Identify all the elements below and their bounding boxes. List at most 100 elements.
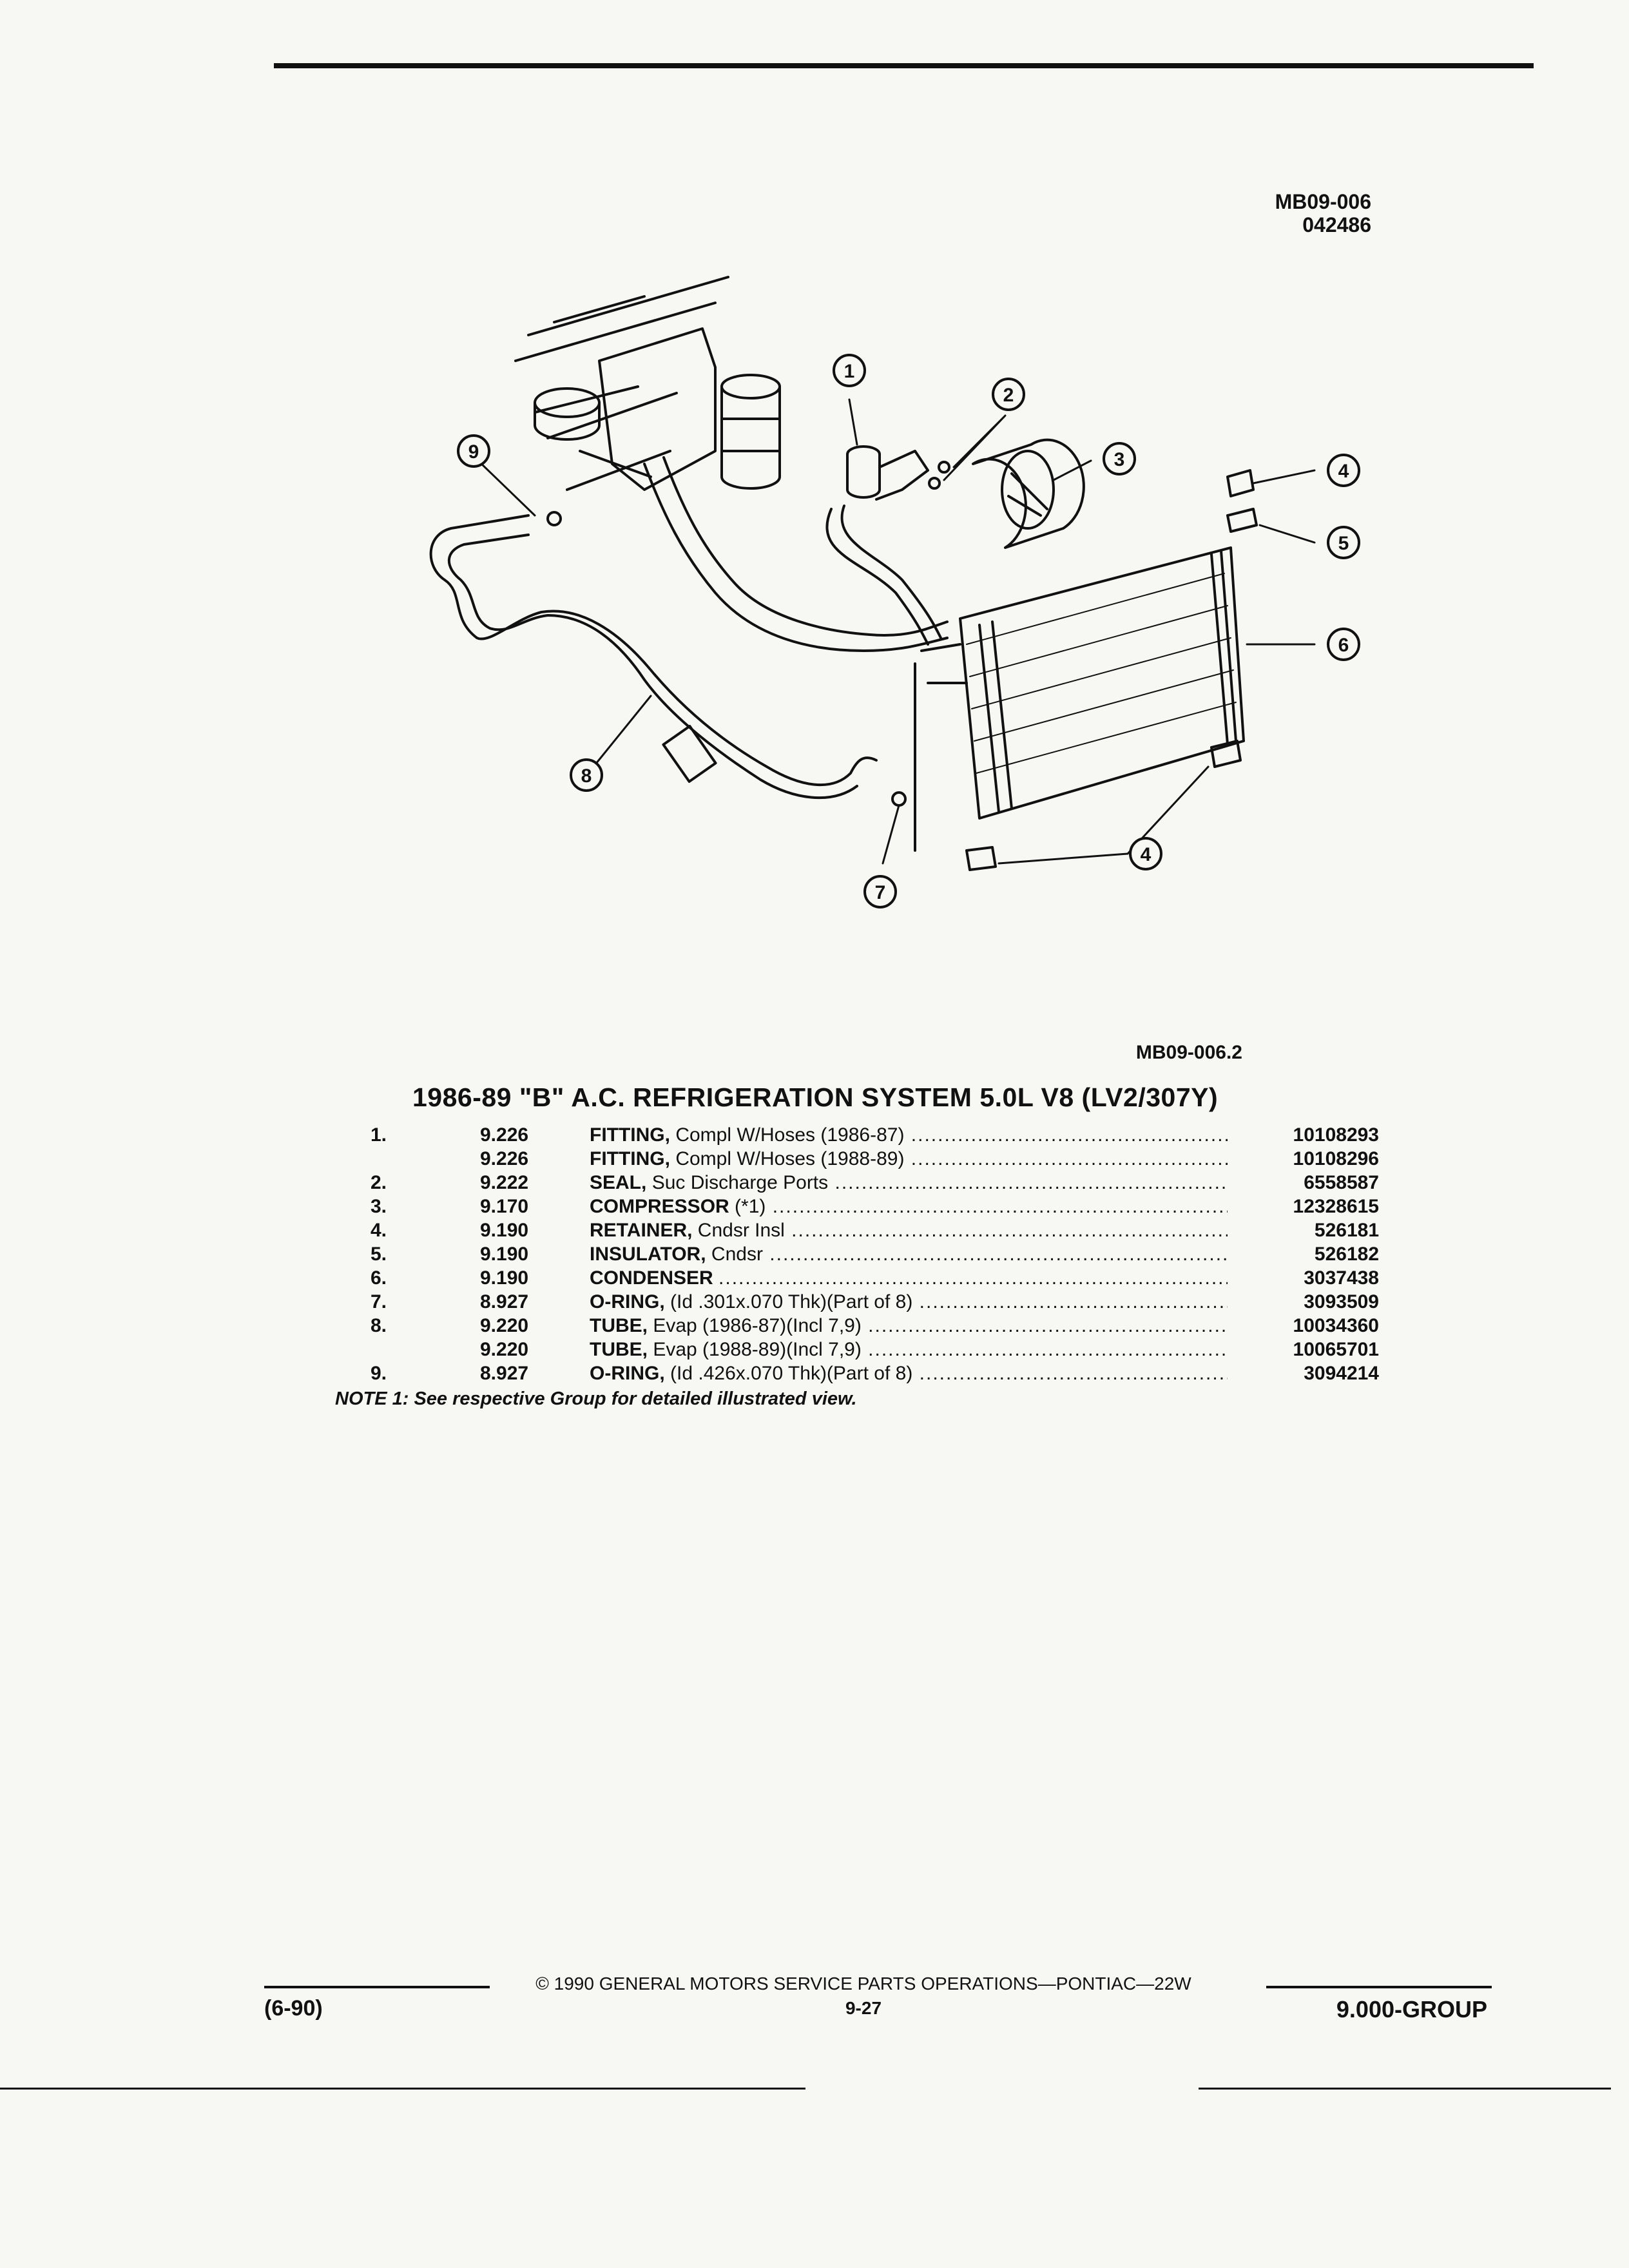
footer-copyright: © 1990 GENERAL MOTORS SERVICE PARTS OPER… [535, 1974, 1191, 1994]
part-detail: Compl W/Hoses (1986-87) [675, 1124, 905, 1146]
part-name: FITTING, [590, 1124, 670, 1146]
discharge-hose [643, 463, 949, 652]
part-index: 3. [370, 1196, 387, 1217]
bottom-rule-right [1199, 2088, 1611, 2090]
part-description: RETAINER, Cndsr Insl [590, 1218, 1228, 1242]
part-description: FITTING, Compl W/Hoses (1986-87) [590, 1123, 1228, 1147]
callout-5-circle [1327, 526, 1360, 559]
part-detail: Evap (1988-89)(Incl 7,9) [653, 1339, 862, 1360]
part-group-number: 8.927 [480, 1291, 529, 1312]
doc-code-block: MB09-006 042486 [1275, 190, 1371, 236]
part-number: 526181 [1231, 1218, 1379, 1242]
part-detail: (Id .426x.070 Thk)(Part of 8) [670, 1363, 913, 1384]
part-group-number: 9.220 [480, 1315, 529, 1336]
condenser-6 [959, 546, 1245, 820]
callout-4b-circle [1129, 837, 1162, 870]
part-number: 10108296 [1231, 1147, 1379, 1171]
part-detail: Cndsr Insl [697, 1220, 785, 1241]
part-number: 3094214 [1231, 1361, 1379, 1385]
section-title: 1986-89 "B" A.C. REFRIGERATION SYSTEM 5.… [412, 1082, 1219, 1112]
part-group-number: 9.226 [480, 1148, 529, 1169]
part-number: 526182 [1231, 1242, 1379, 1266]
footer-copyright-block: © 1990 GENERAL MOTORS SERVICE PARTS OPER… [490, 1972, 1237, 2021]
part-group-number: 9.220 [480, 1339, 529, 1360]
part-index: 6. [370, 1267, 387, 1289]
part-group-number: 9.190 [480, 1220, 529, 1241]
part-description: INSULATOR, Cndsr [590, 1242, 1228, 1266]
part-name: INSULATOR, [590, 1244, 706, 1265]
part-description: SEAL, Suc Discharge Ports [590, 1171, 1228, 1195]
part-name: O-RING, [590, 1291, 665, 1312]
part-number: 12328615 [1231, 1195, 1379, 1218]
part-number: 6558587 [1231, 1171, 1379, 1195]
callout-8-circle [570, 758, 603, 792]
part-index: 8. [370, 1315, 387, 1336]
footer-group: 9.000-GROUP [1336, 1996, 1487, 2023]
suction-hose [825, 508, 929, 646]
footer-rule-left [264, 1986, 490, 1988]
compressor-3 [972, 438, 1085, 549]
part-index: 1. [370, 1124, 387, 1146]
part-group-number: 9.226 [480, 1124, 529, 1146]
callout-3: 3 [1114, 449, 1125, 470]
part-index: 4. [370, 1220, 387, 1241]
evaporator-case [598, 327, 717, 491]
part-description: TUBE, Evap (1988-89)(Incl 7,9) [590, 1338, 1228, 1361]
part-number: 10108293 [1231, 1123, 1379, 1147]
callout-7-circle [863, 875, 897, 908]
part-name: SEAL, [590, 1172, 647, 1193]
part-description: O-RING, (Id .301x.070 Thk)(Part of 8) [590, 1290, 1228, 1314]
diagram-ref-code: MB09-006.2 [1135, 1042, 1242, 1063]
fitting-1 [846, 445, 881, 499]
callout-9: 9 [468, 441, 479, 463]
part-name: TUBE, [590, 1339, 648, 1360]
part-detail: Cndsr [711, 1244, 763, 1265]
retainer-4-top [1226, 469, 1255, 497]
part-description: FITTING, Compl W/Hoses (1988-89) [590, 1147, 1228, 1171]
part-name: TUBE, [590, 1315, 648, 1336]
part-description: TUBE, Evap (1986-87)(Incl 7,9) [590, 1314, 1228, 1338]
insulator-5 [1226, 508, 1258, 533]
part-name: RETAINER, [590, 1220, 693, 1241]
part-detail: (Id .301x.070 Thk)(Part of 8) [670, 1291, 913, 1312]
part-index: 9. [370, 1363, 387, 1384]
part-name: FITTING, [590, 1148, 670, 1169]
doc-code: MB09-006 [1275, 190, 1371, 213]
retainer-4-side [1210, 740, 1242, 768]
firewall-outline [514, 276, 729, 478]
footer-date: (6-90) [264, 1996, 323, 2021]
retainer-4-bottom [965, 846, 997, 871]
callout-2-circle [992, 378, 1025, 411]
part-description: CONDENSER [590, 1266, 1228, 1290]
callout-4a-circle [1327, 454, 1360, 487]
liquid-line [429, 514, 878, 787]
doc-date: 042486 [1302, 213, 1371, 236]
top-rule [274, 63, 1534, 68]
part-number: 3093509 [1231, 1290, 1379, 1314]
bottom-rule-left [0, 2088, 805, 2090]
part-detail: Suc Discharge Ports [651, 1172, 829, 1193]
refrigeration-system-diagram: 1 2 3 4 5 6 7 8 9 4 [429, 276, 1360, 908]
callout-6-circle [1327, 628, 1360, 661]
part-number: 10065701 [1231, 1338, 1379, 1361]
part-group-number: 8.927 [480, 1363, 529, 1384]
callout-8: 8 [581, 765, 592, 787]
callout-9-circle [457, 434, 490, 468]
part-detail: Compl W/Hoses (1988-89) [675, 1148, 905, 1169]
callout-5: 5 [1338, 533, 1349, 554]
part-index: 5. [370, 1244, 387, 1265]
page-number: 9-27 [845, 1998, 882, 2018]
part-name: COMPRESSOR [590, 1196, 729, 1217]
callout-4a: 4 [1338, 461, 1349, 482]
callout-3-circle [1103, 442, 1136, 476]
